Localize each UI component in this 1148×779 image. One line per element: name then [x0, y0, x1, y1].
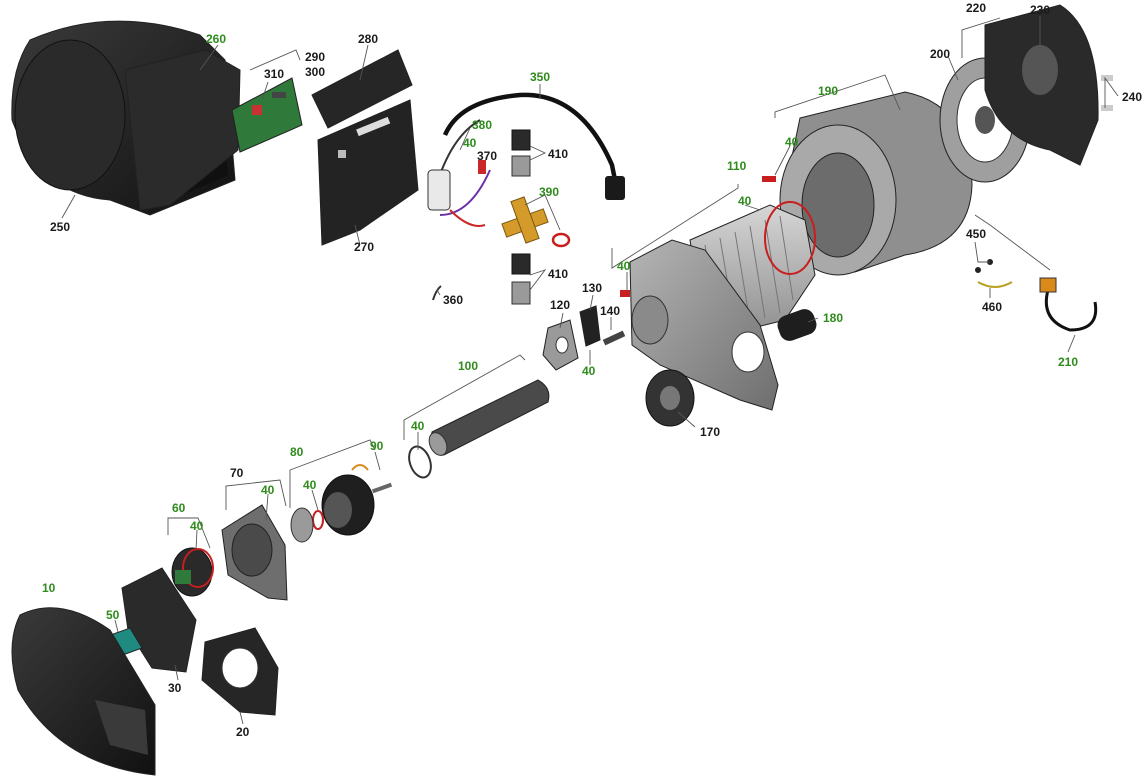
label-460: 460 — [982, 300, 1002, 314]
label-300: 300 — [305, 65, 325, 79]
label-30: 30 — [168, 681, 182, 695]
label-230: 230 — [1030, 3, 1050, 17]
block-410-lower-shape — [511, 253, 531, 305]
label-70: 70 — [230, 466, 244, 480]
label-370: 370 — [477, 149, 497, 163]
valve-380-shape — [427, 119, 491, 227]
pcb-310-shape — [231, 77, 303, 153]
label-40-near-110: 40 — [738, 194, 752, 208]
label-10: 10 — [42, 581, 56, 595]
cable-350-shape — [442, 92, 625, 200]
label-120: 120 — [550, 298, 570, 312]
disc-80-shape — [290, 507, 314, 543]
part-140-shape — [602, 330, 626, 346]
label-100: 100 — [458, 359, 478, 373]
harness-210-shape — [1039, 277, 1098, 332]
label-280: 280 — [358, 32, 378, 46]
sensor-460-shape — [975, 259, 1013, 288]
label-290: 290 — [305, 50, 325, 64]
fitting-390-shape — [501, 196, 571, 248]
cover-280-shape — [311, 49, 413, 129]
frontcover-10-shape — [11, 607, 156, 776]
label-40-near-housing: 40 — [617, 259, 631, 273]
label-380: 380 — [472, 118, 492, 132]
label-110: 110 — [727, 159, 747, 173]
label-180: 180 — [823, 311, 843, 325]
leader-lines — [61, 16, 1119, 725]
part-130-shape — [579, 305, 601, 347]
label-410-upper: 410 — [548, 147, 568, 161]
label-60: 60 — [172, 501, 186, 515]
oring-tube-shape — [408, 445, 432, 479]
label-40-near-80: 40 — [303, 478, 317, 492]
drum-190-shape — [762, 91, 973, 276]
label-140: 140 — [600, 304, 620, 318]
label-40-near-120: 40 — [582, 364, 596, 378]
cylinder-180-shape — [777, 309, 817, 341]
label-40-near-190: 40 — [785, 135, 799, 149]
panel-270-shape — [317, 99, 419, 246]
label-40-near-70: 40 — [261, 483, 275, 497]
label-270: 270 — [354, 240, 374, 254]
label-210: 210 — [1058, 355, 1078, 369]
blower-60-shape — [171, 547, 214, 597]
label-20: 20 — [236, 725, 250, 739]
fanwheel-170-shape — [645, 369, 695, 427]
label-350: 350 — [530, 70, 550, 84]
label-220: 220 — [966, 1, 986, 15]
label-190: 190 — [818, 84, 838, 98]
housing-110-shape — [620, 239, 779, 411]
bracket-260-shape — [124, 49, 241, 211]
label-40-near-60: 40 — [190, 519, 204, 533]
label-410-lower: 410 — [548, 267, 568, 281]
label-40-near-380: 40 — [463, 136, 477, 150]
label-390: 390 — [539, 185, 559, 199]
cap-20-shape — [201, 627, 279, 716]
oring-80-shape — [312, 510, 324, 530]
label-50: 50 — [106, 608, 120, 622]
shroud-70-shape — [221, 504, 288, 601]
label-360: 360 — [443, 293, 463, 307]
label-80: 80 — [290, 445, 304, 459]
callout-labels: 10 20 30 50 60 40 70 40 80 40 90 40 100 … — [42, 1, 1142, 739]
label-200: 200 — [930, 47, 950, 61]
motor-80-shape — [321, 464, 393, 536]
label-90: 90 — [370, 439, 384, 453]
tube-100-shape — [428, 379, 550, 456]
label-260: 260 — [206, 32, 226, 46]
label-130: 130 — [582, 281, 602, 295]
block-410-upper-shape — [511, 129, 531, 177]
label-170: 170 — [700, 425, 720, 439]
part-120-shape — [542, 319, 579, 371]
label-250: 250 — [50, 220, 70, 234]
clip-360-shape — [432, 285, 442, 301]
label-310: 310 — [264, 67, 284, 81]
label-40-near-100: 40 — [411, 419, 425, 433]
label-450: 450 — [966, 227, 986, 241]
label-240: 240 — [1122, 90, 1142, 104]
